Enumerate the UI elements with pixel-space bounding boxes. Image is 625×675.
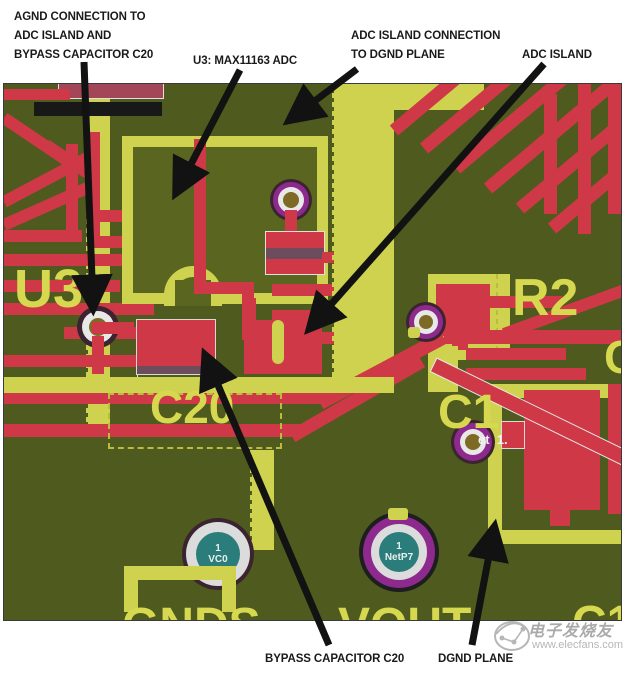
trace-agnd-outline [90, 320, 138, 378]
silk-c20: C20 [150, 381, 235, 433]
annotation-adc-island-connection: ADC ISLAND CONNECTION TO DGND PLANE [351, 30, 501, 61]
watermark-cn-text: 电子发烧友 [528, 623, 614, 640]
trace-power-bus-right [444, 330, 621, 344]
annotation-adc-island: ADC ISLAND [522, 49, 592, 61]
c20-silk-tick [272, 320, 284, 364]
net-label-et1: et 1. [478, 432, 508, 447]
trace-left-v2 [88, 132, 100, 240]
trace-agnd-to-c20-h [92, 322, 134, 334]
silk-gnds: GNDS [122, 602, 261, 621]
via-right-silk-fleck [408, 327, 420, 338]
adc-island-dashed-edge [332, 84, 334, 384]
gnds-footprint-box [124, 566, 236, 580]
c20-pad-left-band [137, 366, 215, 374]
testpoint-vc0-net: VC0 [208, 554, 228, 565]
silk-c-right-top: C [604, 331, 621, 383]
trace-right-edge-v1 [544, 94, 557, 214]
trace-top-via-stub [285, 210, 297, 236]
trace-u3-out-corner [194, 282, 254, 294]
via-right-drill [419, 315, 433, 329]
watermark-url-text: www.elecfans.com [532, 639, 624, 651]
trace-r2-bottom [466, 348, 566, 360]
silk-r2: R2 [512, 269, 579, 327]
annotation-u3-max11163: U3: MAX11163 ADC [193, 55, 298, 67]
via-c1-drill [465, 434, 481, 450]
gnds-footprint-leg-l [124, 566, 138, 612]
trace-u3-in-vertical [194, 139, 206, 249]
trace-agnd-to-c20-v [92, 336, 104, 374]
top-pink-pad-1 [58, 84, 164, 99]
annotation-dgnd-plane: DGND PLANE [438, 653, 514, 665]
trace-left-h1 [4, 89, 70, 100]
adc-island-top-spur [334, 84, 484, 110]
c1-small-pad-outline [501, 421, 525, 449]
testpoint-netp7-pin: 1 [396, 541, 402, 552]
via-top-drill [283, 192, 299, 208]
mid-yellow-band-right [334, 377, 394, 393]
trace-u3-in-curve [194, 239, 206, 294]
silk-c1-bottom: C1 [572, 600, 621, 621]
trace-r2-bottom2 [466, 368, 586, 380]
dgnd-vertical-strip-dash [250, 450, 252, 550]
trace-left-h2 [4, 230, 82, 242]
trace-right-edge-v3 [608, 84, 621, 214]
annotation-bypass-capacitor: BYPASS CAPACITOR C20 [265, 653, 405, 665]
annotation-agnd-connection: AGND CONNECTION TO ADC ISLAND AND BYPASS… [14, 11, 154, 61]
testpoint-netp7-silk-tab [388, 508, 408, 520]
top-component-pad-dark-band [266, 248, 324, 259]
trace-left-h7 [4, 355, 154, 367]
dgnd-vertical-strip [252, 450, 274, 550]
trace-right-edge-v2 [578, 84, 591, 234]
top-dark-pad-strip [34, 102, 162, 116]
adc-island-plane [334, 84, 394, 384]
testpoint-netp7-net: NetP7 [384, 552, 414, 563]
silk-u3: U3 [14, 259, 84, 319]
c1-footprint-frame-left [488, 384, 502, 544]
silk-vout: VOUT [338, 602, 471, 621]
testpoint-vc0-pin: 1 [215, 543, 221, 554]
silk-c1: C1 [438, 386, 500, 439]
watermark-logo-icon [494, 621, 530, 651]
c1-pad-stub [550, 504, 570, 526]
c1-footprint-frame-bottom [488, 530, 621, 544]
trace-c20-right-up [242, 298, 256, 324]
